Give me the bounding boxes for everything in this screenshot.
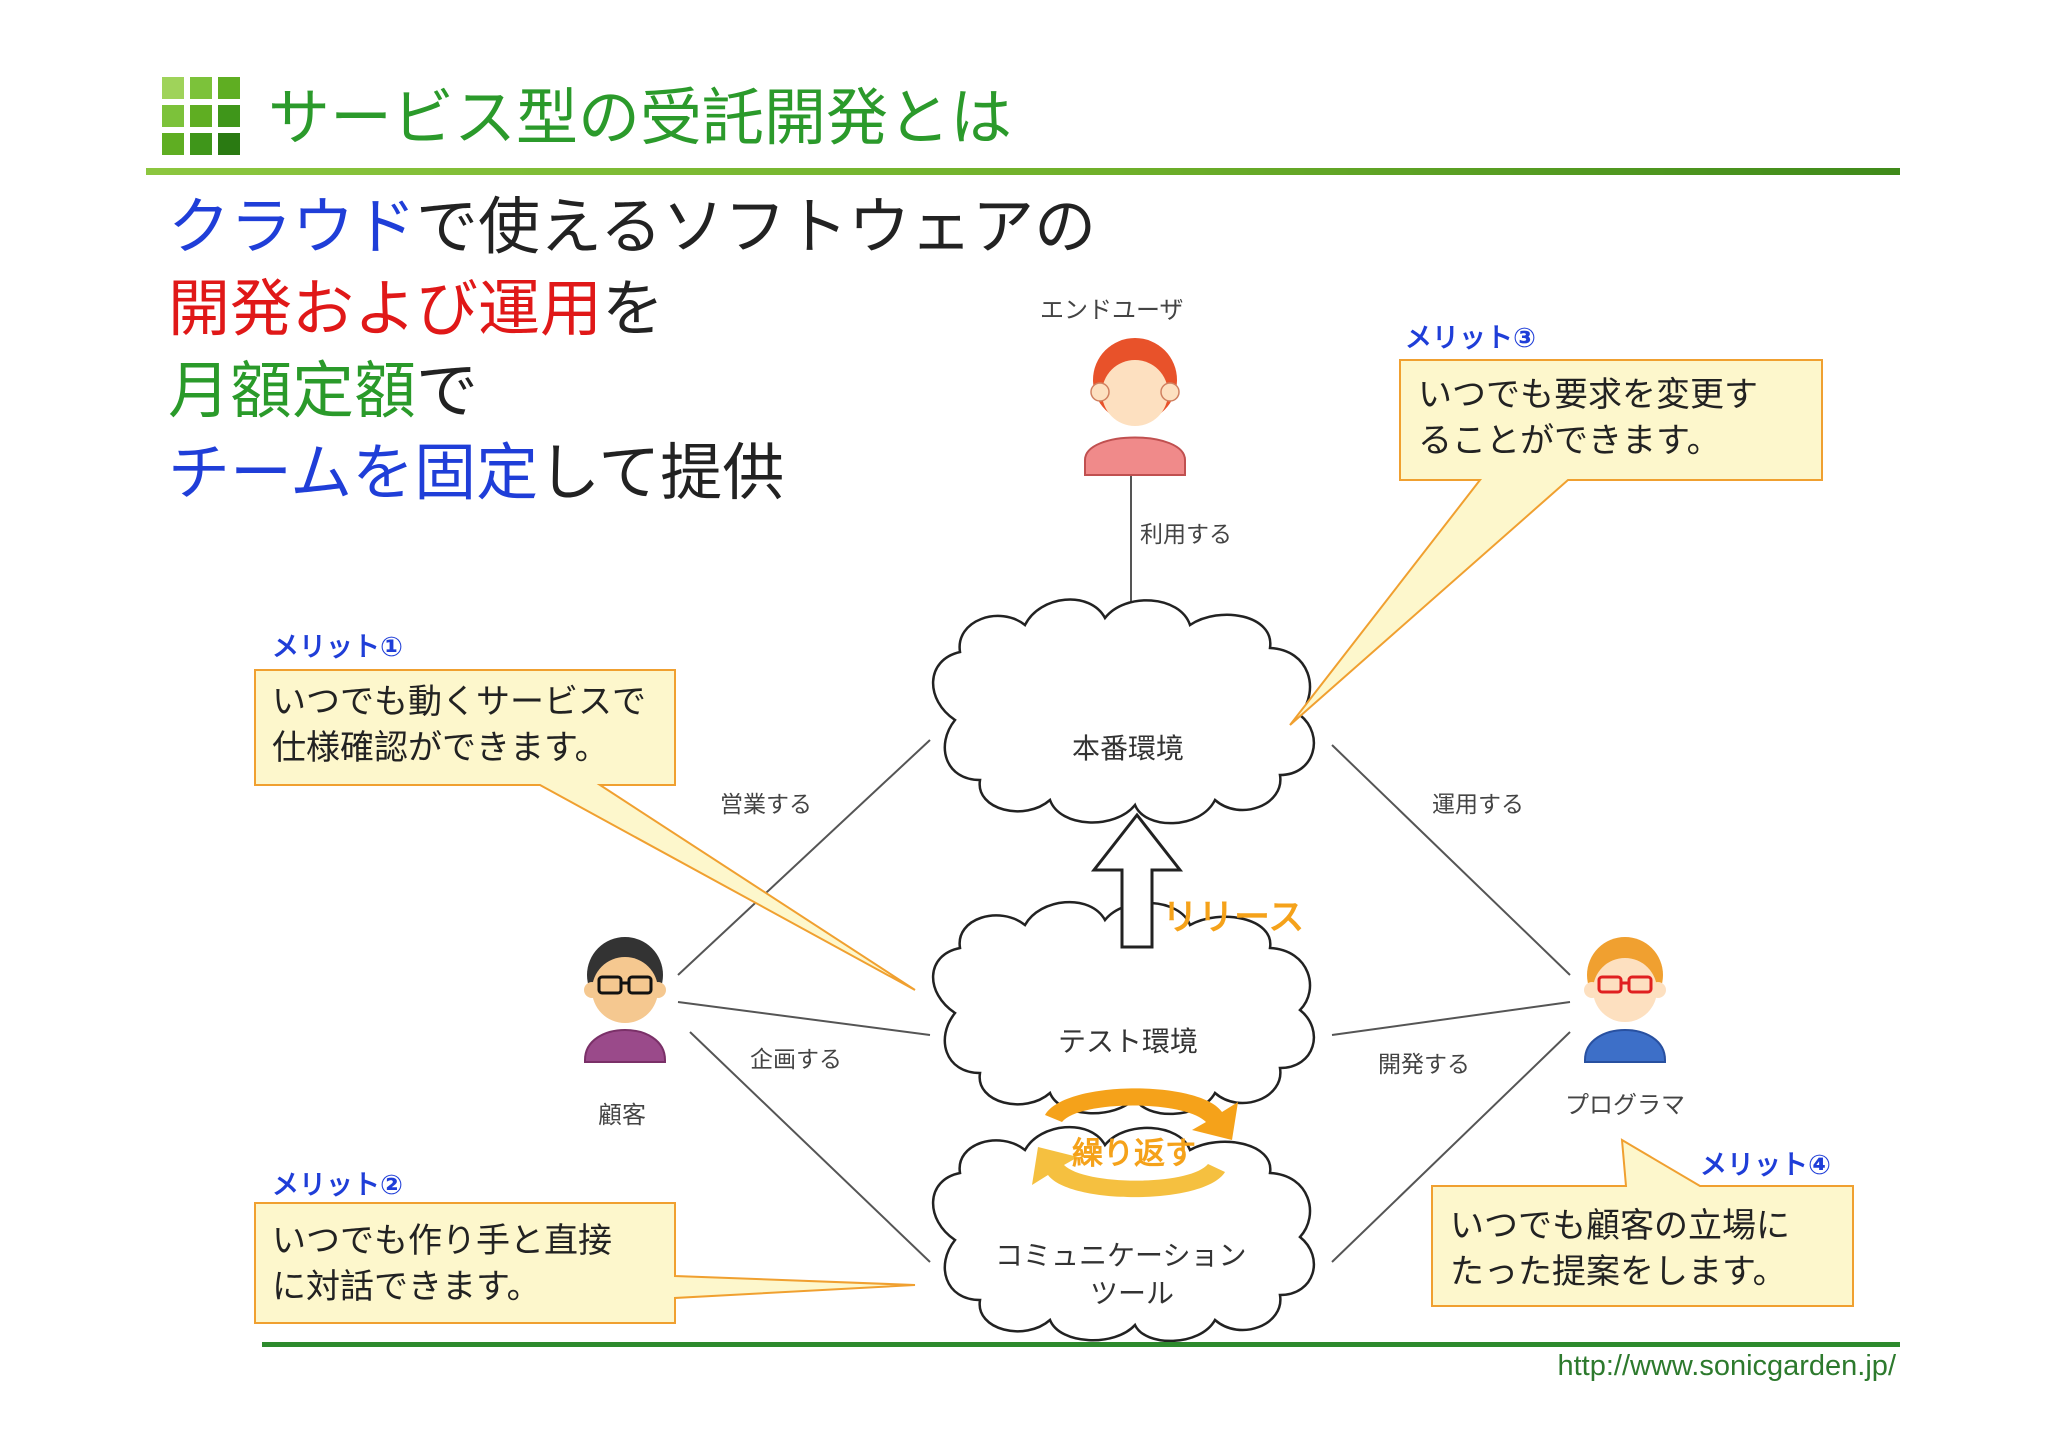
headline-monthly-fee-text: 月額定額 — [168, 354, 417, 427]
connector-production-programmer — [1331, 744, 1571, 976]
merit-2-callout — [254, 1202, 916, 1324]
merit-4-title: メリット④ — [1700, 1150, 1831, 1181]
merit-4-callout — [1431, 1138, 1854, 1307]
footer-url: http://www.sonicgarden.jp/ — [1557, 1350, 1896, 1382]
headline-line-1: クラウドで使えるソフトウェアの — [168, 188, 1096, 266]
merit-1-line-1: いつでも動くサービスで — [272, 682, 646, 722]
connector-customer-production — [677, 739, 931, 976]
merit-1-line-2: 仕様確認ができます。 — [272, 728, 609, 768]
merit-3-title: メリット③ — [1405, 323, 1536, 354]
relation-develop-label: 開発する — [1378, 1052, 1470, 1078]
connector-test-programmer — [1331, 1001, 1571, 1036]
headline-line-2: 開発および運用を — [168, 270, 664, 348]
headline-dev-ops-text: 開発および運用 — [168, 272, 603, 345]
test-env-label: テスト環境 — [1058, 1025, 1199, 1058]
merit-4-text: いつでも顧客の立場に たった提案をします。 — [1450, 1203, 1790, 1295]
headline-text: で使えるソフトウェアの — [416, 190, 1097, 263]
release-label: リリース — [1162, 897, 1305, 938]
merit-3-text: いつでも要求を変更す ることができます。 — [1418, 372, 1758, 464]
test-cloud — [931, 900, 1316, 1116]
relation-plan-label: 企画する — [750, 1047, 842, 1073]
merit-2-title: メリット② — [272, 1170, 403, 1201]
programmer-label: プログラマ — [1565, 1091, 1685, 1119]
headline-cloud-text: クラウド — [168, 190, 417, 263]
comm-tool-label-line2: ツール — [1090, 1277, 1175, 1310]
repeat-label: 繰り返す — [1072, 1136, 1196, 1172]
comm-tool-cloud — [931, 1125, 1316, 1343]
production-label: 本番環境 — [1072, 732, 1185, 765]
programmer-avatar — [1584, 937, 1666, 1063]
customer-label: 顧客 — [598, 1101, 646, 1129]
relation-operate-label: 運用する — [1432, 792, 1524, 818]
footer-rule — [262, 1342, 1900, 1347]
relation-use-label: 利用する — [1140, 522, 1232, 548]
merit-3-line-1: いつでも要求を変更す — [1418, 375, 1758, 415]
relation-sales-label: 営業する — [720, 792, 812, 818]
headline-text: を — [602, 272, 665, 345]
headline-text: で — [416, 354, 479, 427]
headline-line-4: チームを固定して提供 — [168, 434, 784, 512]
customer-avatar — [584, 937, 666, 1063]
merit-3-line-2: ることができます。 — [1418, 421, 1721, 461]
merit-4-line-2: たった提案をします。 — [1450, 1252, 1787, 1292]
merit-2-line-2: に対話できます。 — [272, 1267, 541, 1307]
connector-customer-comm — [689, 1031, 931, 1263]
merit-3-callout — [1289, 359, 1823, 726]
merit-1-text: いつでも動くサービスで 仕様確認ができます。 — [272, 679, 646, 771]
merit-1-title: メリット① — [272, 632, 403, 663]
merit-4-line-1: いつでも顧客の立場に — [1450, 1206, 1790, 1246]
title-underline — [146, 168, 1900, 175]
merit-1-callout — [254, 669, 916, 991]
headline-line-3: 月額定額で — [168, 352, 478, 430]
repeat-cycle-icon — [1032, 1088, 1238, 1198]
slide-title: サービス型の受託開発とは — [268, 81, 1013, 154]
connector-comm-programmer — [1331, 1031, 1571, 1263]
release-arrow-icon — [1090, 812, 1184, 949]
production-cloud — [931, 598, 1316, 825]
merit-2-line-1: いつでも作り手と直接 — [272, 1221, 612, 1261]
headline-fixed-team-text: チームを固定 — [168, 436, 539, 509]
merit-2-text: いつでも作り手と直接 に対話できます。 — [272, 1218, 612, 1310]
end-user-avatar — [1084, 338, 1186, 476]
comm-tool-label-line1: コミュニケーション — [995, 1239, 1247, 1272]
connector-customer-test — [677, 1001, 931, 1036]
headline-text: して提供 — [538, 436, 785, 509]
end-user-label: エンドユーザ — [1040, 296, 1184, 324]
title-grid-icon — [162, 77, 240, 155]
